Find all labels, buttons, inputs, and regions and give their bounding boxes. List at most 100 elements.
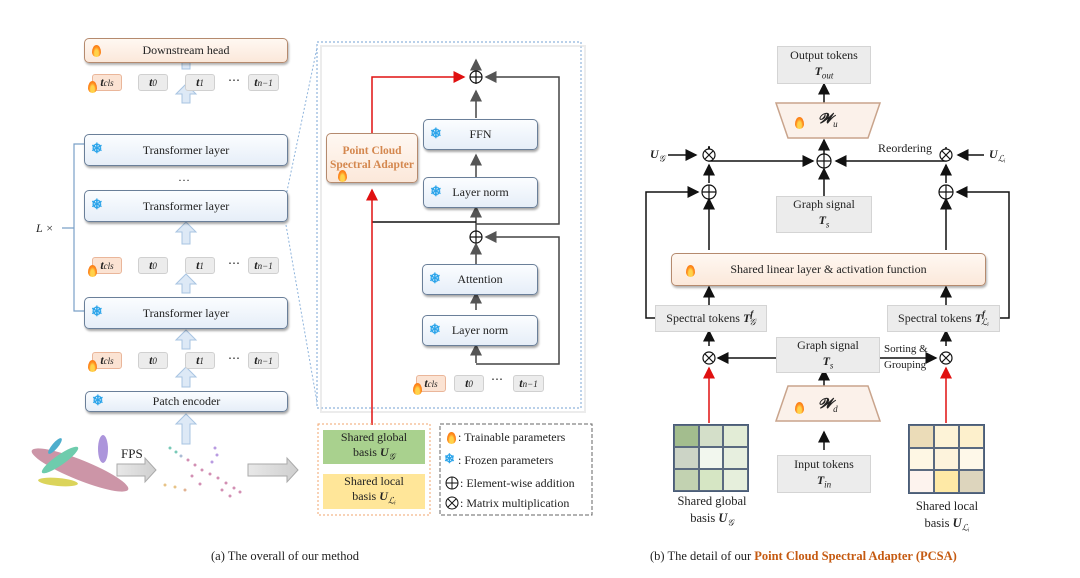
caption-b: (b) The detail of our Point Cloud Spectr… — [650, 549, 957, 564]
op-nodes-right — [701, 148, 954, 365]
attention-label: Attention — [457, 272, 503, 286]
layer-norm-label: Layer norm — [452, 185, 509, 199]
grouping-label: Grouping — [884, 359, 927, 371]
snowflake-icon: ❄ — [92, 394, 104, 409]
matrix-cell — [698, 469, 724, 491]
matrix-cell — [934, 470, 959, 493]
local-basis-caption: Shared local basis Uℒᵢ — [915, 499, 979, 533]
matrix-cell — [959, 447, 984, 471]
global-basis-line2: basis U𝒢 — [352, 444, 396, 462]
bases-frame — [317, 423, 431, 516]
matrix-cell — [723, 425, 748, 447]
flame-icon — [88, 265, 97, 277]
flame-icon — [795, 402, 804, 414]
patch-encoder-label: Patch encoder — [152, 394, 221, 408]
graph-signal-label: Graph signal — [797, 337, 859, 352]
local-basis-line2: basis Uℒᵢ — [352, 489, 396, 506]
transformer-layer-bottom: ❄ Transformer layer — [84, 297, 288, 329]
token-ellipsis: ⋯ — [491, 372, 503, 386]
flame-icon — [686, 265, 695, 277]
flame-icon — [795, 117, 804, 129]
attention-block: ❄ Attention — [422, 264, 538, 295]
global-basis-caption: Shared global basis U𝒢 — [677, 494, 747, 528]
output-tokens-label: Output tokens — [790, 47, 858, 62]
fps-arrow — [116, 456, 157, 484]
local-basis-line1: Shared local — [344, 474, 404, 489]
legend-trainable: : Trainable parameters — [458, 430, 566, 444]
matrix-cell — [723, 447, 748, 469]
snowflake-icon: ❄ — [91, 142, 103, 157]
caption-a: (a) The overall of our method — [211, 549, 359, 563]
spectral-tokens-label: Spectral tokens — [898, 311, 972, 325]
matrix-cell — [698, 447, 724, 469]
spectral-tokens-label: Spectral tokens — [666, 311, 740, 325]
point-cloud-spectral-adapter-block: Point Cloud Spectral Adapter — [326, 133, 418, 183]
ts-symbol: Ts — [818, 213, 830, 230]
global-basis-line1: Shared global — [340, 429, 408, 444]
flame-icon — [92, 45, 101, 57]
adapter-label-line1: Point Cloud — [342, 145, 402, 157]
layer-norm-label: Layer norm — [451, 323, 509, 337]
matrix-cell — [934, 447, 959, 471]
transformer-layer-top: ❄ Transformer layer — [84, 134, 288, 166]
reordering-label: Reordering — [878, 141, 932, 155]
fps-label: FPS — [121, 446, 143, 461]
to-bases-arrow — [247, 456, 299, 484]
graph-signal-label: Graph signal — [793, 197, 855, 212]
zoom-guides — [285, 42, 319, 409]
spectral-tokens-local-block: Spectral tokens Tfℒᵢ — [887, 305, 1000, 332]
wu-label: 𝓦u — [790, 106, 866, 134]
legend-frame — [439, 423, 593, 516]
flame-icon — [447, 432, 456, 444]
snowflake-icon: ❄ — [444, 451, 455, 466]
token-ellipsis: ⋯ — [228, 256, 240, 270]
add-nodes-zoom — [469, 70, 483, 244]
circle-times-icon — [446, 497, 458, 509]
circle-plus-icon — [446, 477, 458, 489]
wd-label: 𝓦d — [790, 391, 866, 419]
flame-icon — [88, 360, 97, 372]
matrix-cell — [674, 469, 699, 491]
snowflake-icon: ❄ — [91, 305, 103, 320]
sorting-label: Sorting & — [884, 343, 928, 355]
matrix-cell — [959, 470, 984, 493]
flame-icon — [413, 383, 422, 395]
u-global-label: U𝒢 — [650, 147, 666, 164]
repeat-label: L × — [36, 221, 54, 235]
spectral-tokens-global-block: Spectral tokens Tf𝒢 — [655, 305, 767, 332]
t-out-symbol: Tout — [814, 63, 834, 81]
matrix-cell — [959, 425, 984, 448]
local-basis-matrix — [908, 424, 985, 494]
flame-icon — [338, 170, 347, 182]
token-ellipsis: ⋯ — [228, 351, 240, 365]
legend-frozen: : Frozen parameters — [458, 453, 554, 467]
sampled-pointcloud — [163, 446, 242, 498]
zoom-frame — [316, 41, 582, 409]
flow-arrows-left — [174, 49, 198, 445]
matrix-cell — [723, 469, 748, 491]
u-local-label: Uℒᵢ — [989, 147, 1006, 164]
matrix-cell — [909, 447, 934, 471]
ffn-label: FFN — [469, 127, 492, 141]
airplane-pointcloud — [31, 435, 129, 492]
matrix-cell — [909, 425, 934, 448]
graph-signal-block-top: Graph signal Ts — [776, 196, 872, 233]
t-in-symbol: Tin — [816, 472, 832, 490]
snowflake-icon: ❄ — [430, 127, 442, 142]
repeat-bracket — [62, 143, 84, 312]
input-tokens-label: Input tokens — [794, 456, 854, 471]
downstream-head-block: Downstream head — [84, 38, 288, 63]
transformer-layer-label: Transformer layer — [142, 305, 230, 320]
snowflake-icon: ❄ — [430, 185, 442, 200]
legend-matmul: : Matrix multiplication — [460, 496, 570, 510]
matrix-cell — [909, 470, 934, 493]
